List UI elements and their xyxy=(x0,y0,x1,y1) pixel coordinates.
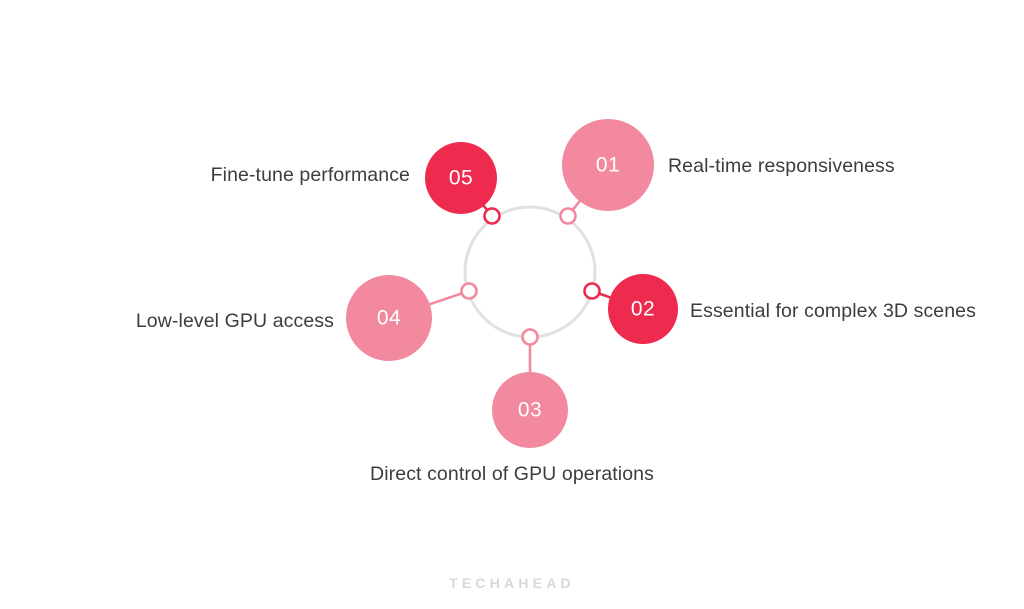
node-number-02: 02 xyxy=(631,298,655,321)
ring-node-01 xyxy=(559,207,577,225)
connector-line-02 xyxy=(597,292,613,299)
node-circle-02[interactable] xyxy=(608,274,678,344)
ring-node-04 xyxy=(460,282,478,300)
node-label-01: Real-time responsiveness xyxy=(668,155,895,177)
node-label-05: Fine-tune performance xyxy=(210,164,410,186)
node-label-03: Direct control of GPU operations xyxy=(370,463,654,485)
node-circle-05[interactable] xyxy=(425,142,497,214)
node-circle-01[interactable] xyxy=(562,119,654,211)
ring-node-05 xyxy=(483,207,501,225)
node-circle-04[interactable] xyxy=(346,275,432,361)
node-label-04: Low-level GPU access xyxy=(135,310,334,332)
ring-node-02 xyxy=(583,282,601,300)
connector-lines-group xyxy=(427,199,613,375)
node-number-03: 03 xyxy=(518,399,542,422)
node-number-04: 04 xyxy=(377,307,401,330)
node-number-05: 05 xyxy=(449,167,473,190)
connector-line-04 xyxy=(427,292,464,306)
node-label-02: Essential for complex 3D scenes xyxy=(690,300,976,322)
node-circle-03[interactable] xyxy=(492,372,568,448)
techahead-watermark: TECHAHEAD xyxy=(449,575,575,591)
node-circles-group xyxy=(346,119,678,448)
ring-nodes-group xyxy=(460,207,601,346)
node-number-01: 01 xyxy=(596,154,620,177)
center-ring xyxy=(463,205,597,339)
connector-line-01 xyxy=(571,199,582,212)
ring-node-03 xyxy=(521,328,539,346)
node-numbers-group: 01 02 03 04 05 xyxy=(377,154,655,422)
